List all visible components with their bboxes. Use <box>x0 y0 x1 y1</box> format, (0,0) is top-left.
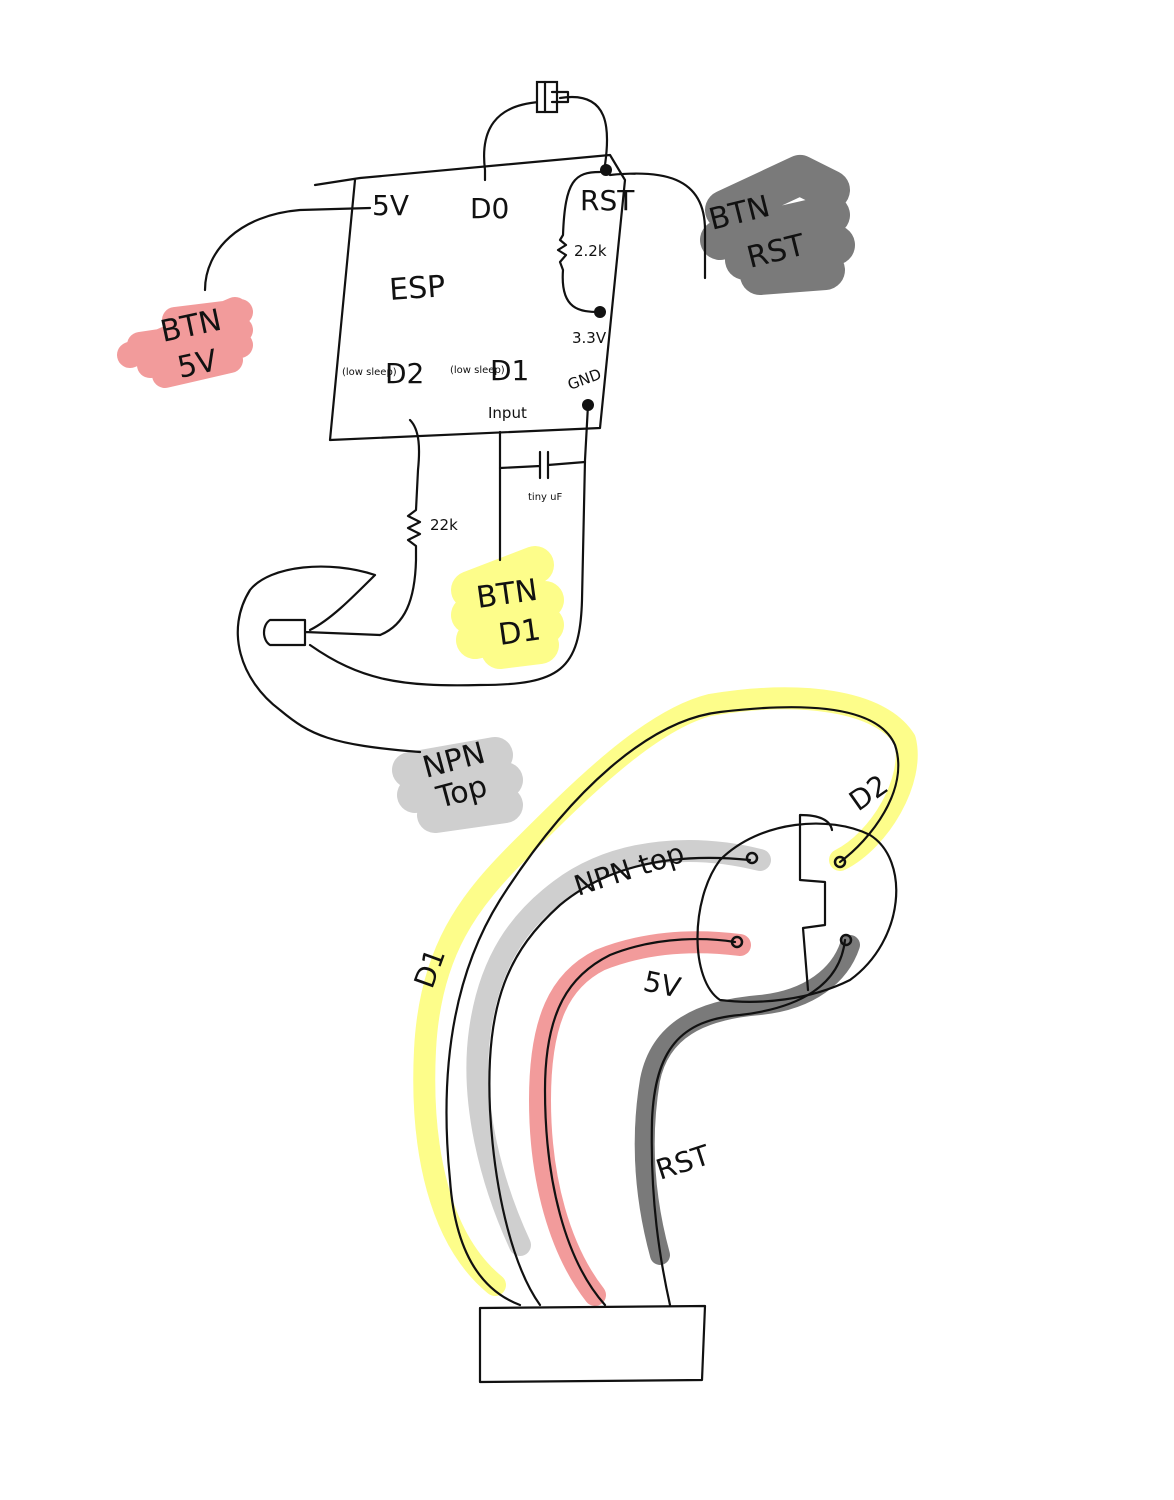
resistor-2k2-lead <box>556 170 602 314</box>
wire-5v <box>203 206 372 292</box>
capacitor <box>498 450 587 480</box>
esp-note-input: Input <box>488 404 527 422</box>
npn-transistor <box>262 618 382 647</box>
btn-5v-label-2: 5V <box>174 343 220 386</box>
btn-5v-highlight <box>117 297 253 388</box>
esp-pin-d0: D0 <box>470 192 509 225</box>
resistor-22k-label: 22k <box>430 516 458 534</box>
5v-connector-pin <box>730 935 744 949</box>
npn-top-wire-highlight <box>466 840 771 1256</box>
esp-pin-gnd: GND <box>565 365 603 394</box>
3v3-node <box>594 306 606 318</box>
5v-wire-highlight <box>529 931 751 1306</box>
esp-note-d2: (low sleep) <box>342 367 397 378</box>
cable-label-npn-top: NPN top <box>570 836 688 902</box>
connector-key <box>798 813 834 992</box>
esp-note-d1: (low sleep) <box>450 365 505 376</box>
esp-pin-5v: 5V <box>372 189 409 222</box>
btn-d1-highlight <box>451 546 564 669</box>
resistor-2k2-label: 2.2k <box>574 242 607 260</box>
npn-top-connector-pin <box>745 851 759 865</box>
esp-pin-d1: D1 <box>490 354 529 387</box>
cable-base-block <box>478 1304 707 1384</box>
rst-connector-pin <box>839 933 853 947</box>
cable-label-rst: RST <box>652 1138 715 1186</box>
btn-rst-highlight <box>700 155 855 295</box>
rst-node <box>600 164 612 176</box>
capacitor-label: tiny uF <box>528 492 562 503</box>
wire-d0-rst <box>483 95 609 182</box>
wire-gnd <box>308 403 590 687</box>
btn-d1-label-1: BTN <box>474 573 540 616</box>
d0-rst-button-cap <box>543 80 570 114</box>
d2-connector-pin <box>833 855 847 869</box>
d1-wire <box>445 706 900 1307</box>
btn-d1-label-2: D1 <box>496 612 543 653</box>
d0-rst-button-body <box>535 80 559 114</box>
esp-pin-rst: RST <box>580 184 635 217</box>
wire-rst-button <box>608 172 707 280</box>
esp-board-outline <box>313 153 627 442</box>
rst-wire <box>650 938 847 1307</box>
wire-d2 <box>378 418 422 637</box>
npn-loop-wire <box>236 565 422 754</box>
5v-wire <box>543 938 737 1307</box>
rst-wire-highlight <box>634 935 860 1265</box>
esp-pin-3v3: 3.3V <box>572 329 607 347</box>
d1-wire-highlight <box>413 687 918 1296</box>
esp-title: ESP <box>388 269 446 308</box>
cable-label-5v: 5V <box>641 965 684 1005</box>
npn-top-highlight <box>392 737 523 833</box>
esp-pin-d2: D2 <box>385 357 424 390</box>
npn-top-wire <box>488 856 752 1307</box>
